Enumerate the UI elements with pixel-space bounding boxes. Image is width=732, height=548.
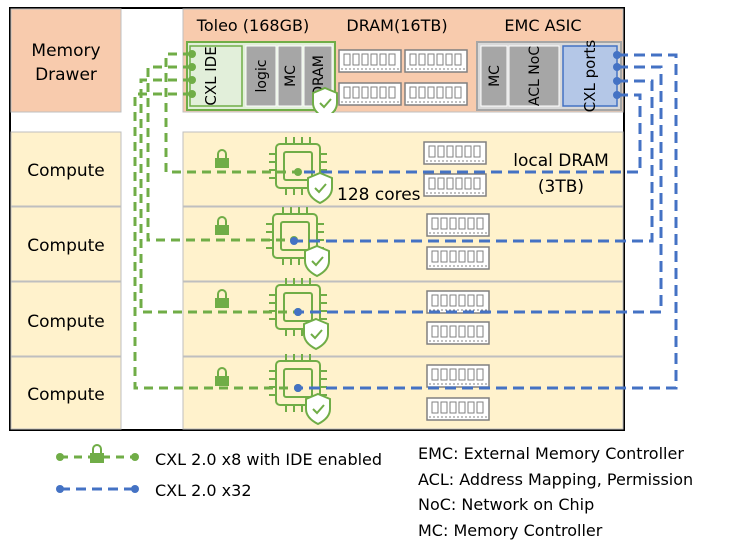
blue-links (294, 53, 678, 390)
cxl-ports-block (562, 45, 618, 107)
compute-node-box (182, 356, 624, 430)
local-dimm-icon (426, 246, 490, 270)
blue-endpoints (290, 51, 621, 392)
glossary-item: EMC: External Memory Controller (418, 444, 684, 463)
acl-noc-block (508, 45, 560, 107)
memory-drawer-label-2: Drawer (35, 65, 97, 85)
memory-drawer-label-box (10, 8, 122, 113)
compute-label: Compute (27, 312, 105, 332)
memory-drawer-label-1: Memory (31, 41, 100, 61)
glossary-item: MC: Memory Controller (418, 521, 603, 540)
cores-label: 128 cores (337, 185, 421, 205)
glossary-item: NoC: Network on Chip (418, 495, 594, 514)
green-link (164, 52, 298, 174)
local-dimm-icon (426, 290, 490, 314)
acl-noc-label: ACL NoC (527, 46, 543, 106)
compute-node-box (182, 131, 624, 207)
emc-mc-label: MC (487, 65, 503, 87)
local-dimm-icon (423, 173, 487, 197)
local-dimm-icon (426, 364, 490, 388)
compute-node-box (182, 206, 624, 282)
logic-label: logic (254, 60, 270, 93)
green-link (133, 92, 298, 390)
blue-endpoint (613, 77, 621, 85)
local-dimm-icon (423, 141, 487, 165)
blue-endpoint (613, 63, 621, 71)
local-dimm-icon (426, 397, 490, 421)
drawer-dimm-icon (338, 82, 402, 106)
legend-green-label: CXL 2.0 x8 with IDE enabled (155, 450, 382, 469)
green-endpoint (188, 50, 196, 58)
blue-link (298, 93, 642, 174)
legend-lock-icon (89, 444, 105, 464)
toleo-title: Toleo (168GB) (196, 16, 309, 35)
green-link (146, 65, 294, 242)
legend-blue-dot (56, 485, 64, 493)
cxl-ports-label: CXL ports (581, 40, 599, 113)
local-dram-size-label: (3TB) (538, 177, 584, 197)
local-dram-label: local DRAM (513, 151, 609, 171)
blue-endpoint (613, 51, 621, 59)
glossary-item: ACL: Address Mapping, Permission (418, 470, 693, 489)
blue-endpoint (294, 308, 302, 316)
drawer-dimm-icon (404, 49, 468, 73)
compute-label-box (10, 206, 122, 282)
legend-green-dot (56, 453, 64, 461)
blue-endpoint (290, 237, 298, 245)
compute-label: Compute (27, 236, 105, 256)
green-endpoint (188, 63, 196, 71)
toleo-dram-label: DRAM (311, 55, 327, 97)
local-dimm-icon (426, 321, 490, 345)
green-link (139, 78, 298, 314)
blue-link (298, 53, 678, 390)
legend-green-dot (131, 453, 139, 461)
compute-label-box (10, 356, 122, 430)
legend: CXL 2.0 x8 with IDE enabled CXL 2.0 x32 (56, 444, 382, 500)
toleo-mc-block (277, 45, 303, 107)
legend-blue-label: CXL 2.0 x32 (155, 481, 252, 500)
compute-label: Compute (27, 385, 105, 405)
cxl-ide-block (189, 45, 243, 107)
glossary: EMC: External Memory Controller ACL: Add… (418, 444, 693, 540)
blue-link (294, 79, 654, 243)
blue-link (298, 65, 663, 314)
green-endpoint (188, 76, 196, 84)
green-endpoint (294, 168, 302, 176)
drawer-dimm-icon (338, 49, 402, 73)
local-dimm-icon (426, 213, 490, 237)
dram-title: DRAM(16TB) (346, 16, 447, 35)
blue-endpoint (613, 91, 621, 99)
toleo-mc-label: MC (283, 65, 299, 87)
drawer-dimm-icon (404, 82, 468, 106)
emc-title: EMC ASIC (504, 16, 581, 35)
compute-label-box (10, 281, 122, 357)
compute-node-box (182, 281, 624, 357)
compute-label-box (10, 131, 122, 207)
green-endpoint (188, 90, 196, 98)
logic-block (245, 45, 277, 107)
emc-mc-block (480, 45, 508, 107)
blue-endpoint (294, 384, 302, 392)
compute-label: Compute (27, 161, 105, 181)
green-links (133, 52, 298, 390)
gap-strip (11, 113, 623, 131)
cxl-ide-label: CXL IDE (202, 46, 220, 105)
legend-blue-dot (131, 485, 139, 493)
